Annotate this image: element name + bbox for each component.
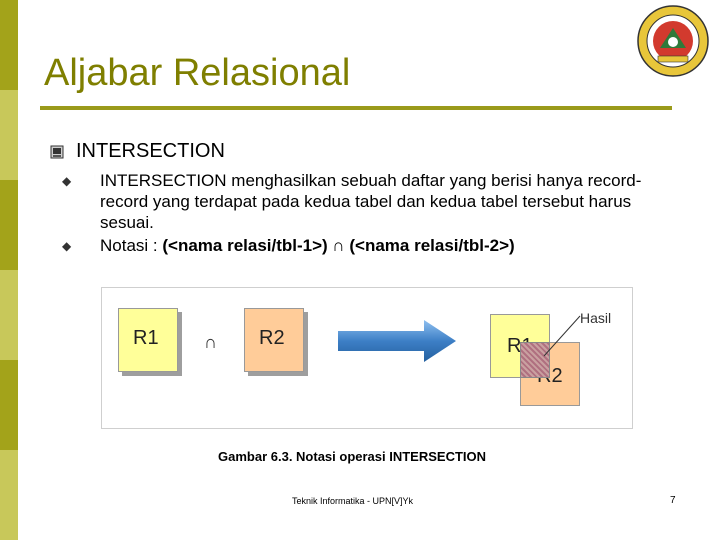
relation-r2-label: R2 <box>259 327 285 349</box>
notation-relation-2: (<nama relasi/tbl-2>) <box>349 236 515 255</box>
notation-text: Notasi : (<nama relasi/tbl-1>) ∩ (<nama … <box>100 235 682 257</box>
page-number: 7 <box>670 495 676 506</box>
intersection-diagram: R1 ∩ R2 R1 R2 Hasil <box>101 287 633 429</box>
relation-r1-label: R1 <box>133 327 159 349</box>
diamond-icon: ◆ <box>62 174 72 188</box>
main-bullet-text: INTERSECTION <box>76 140 225 162</box>
university-seal-icon <box>637 5 709 77</box>
figure-caption: Gambar 6.3. Notasi operasi INTERSECTION <box>218 449 487 464</box>
intersection-operator: ∩ <box>204 332 217 352</box>
square-check-icon <box>50 145 64 158</box>
sub-bullet-item: ◆ Notasi : (<nama relasi/tbl-1>) ∩ (<nam… <box>62 235 682 257</box>
main-bullet: INTERSECTION <box>50 140 225 163</box>
result-label: Hasil <box>580 310 612 326</box>
intersection-overlap <box>520 342 550 378</box>
slide-title: Aljabar Relasional <box>44 52 351 94</box>
title-underline <box>40 106 672 110</box>
relation-r1-box: R1 <box>118 308 178 372</box>
sidebar-decoration <box>0 0 18 540</box>
notation-prefix: Notasi : <box>100 236 163 255</box>
intersection-symbol: ∩ <box>327 236 350 255</box>
diamond-icon: ◆ <box>62 239 72 253</box>
result-pointer-line <box>543 315 581 357</box>
sub-bullet-item: ◆ INTERSECTION menghasilkan sebuah dafta… <box>62 170 682 233</box>
sub-bullet-list: ◆ INTERSECTION menghasilkan sebuah dafta… <box>62 170 682 259</box>
right-arrow-icon <box>338 320 456 362</box>
sub-bullet-text: INTERSECTION menghasilkan sebuah daftar … <box>100 171 642 232</box>
footer-text: Teknik Informatika - UPN[V]Yk <box>292 496 414 506</box>
relation-r2-box: R2 <box>244 308 304 372</box>
notation-relation-1: (<nama relasi/tbl-1>) <box>162 236 328 255</box>
